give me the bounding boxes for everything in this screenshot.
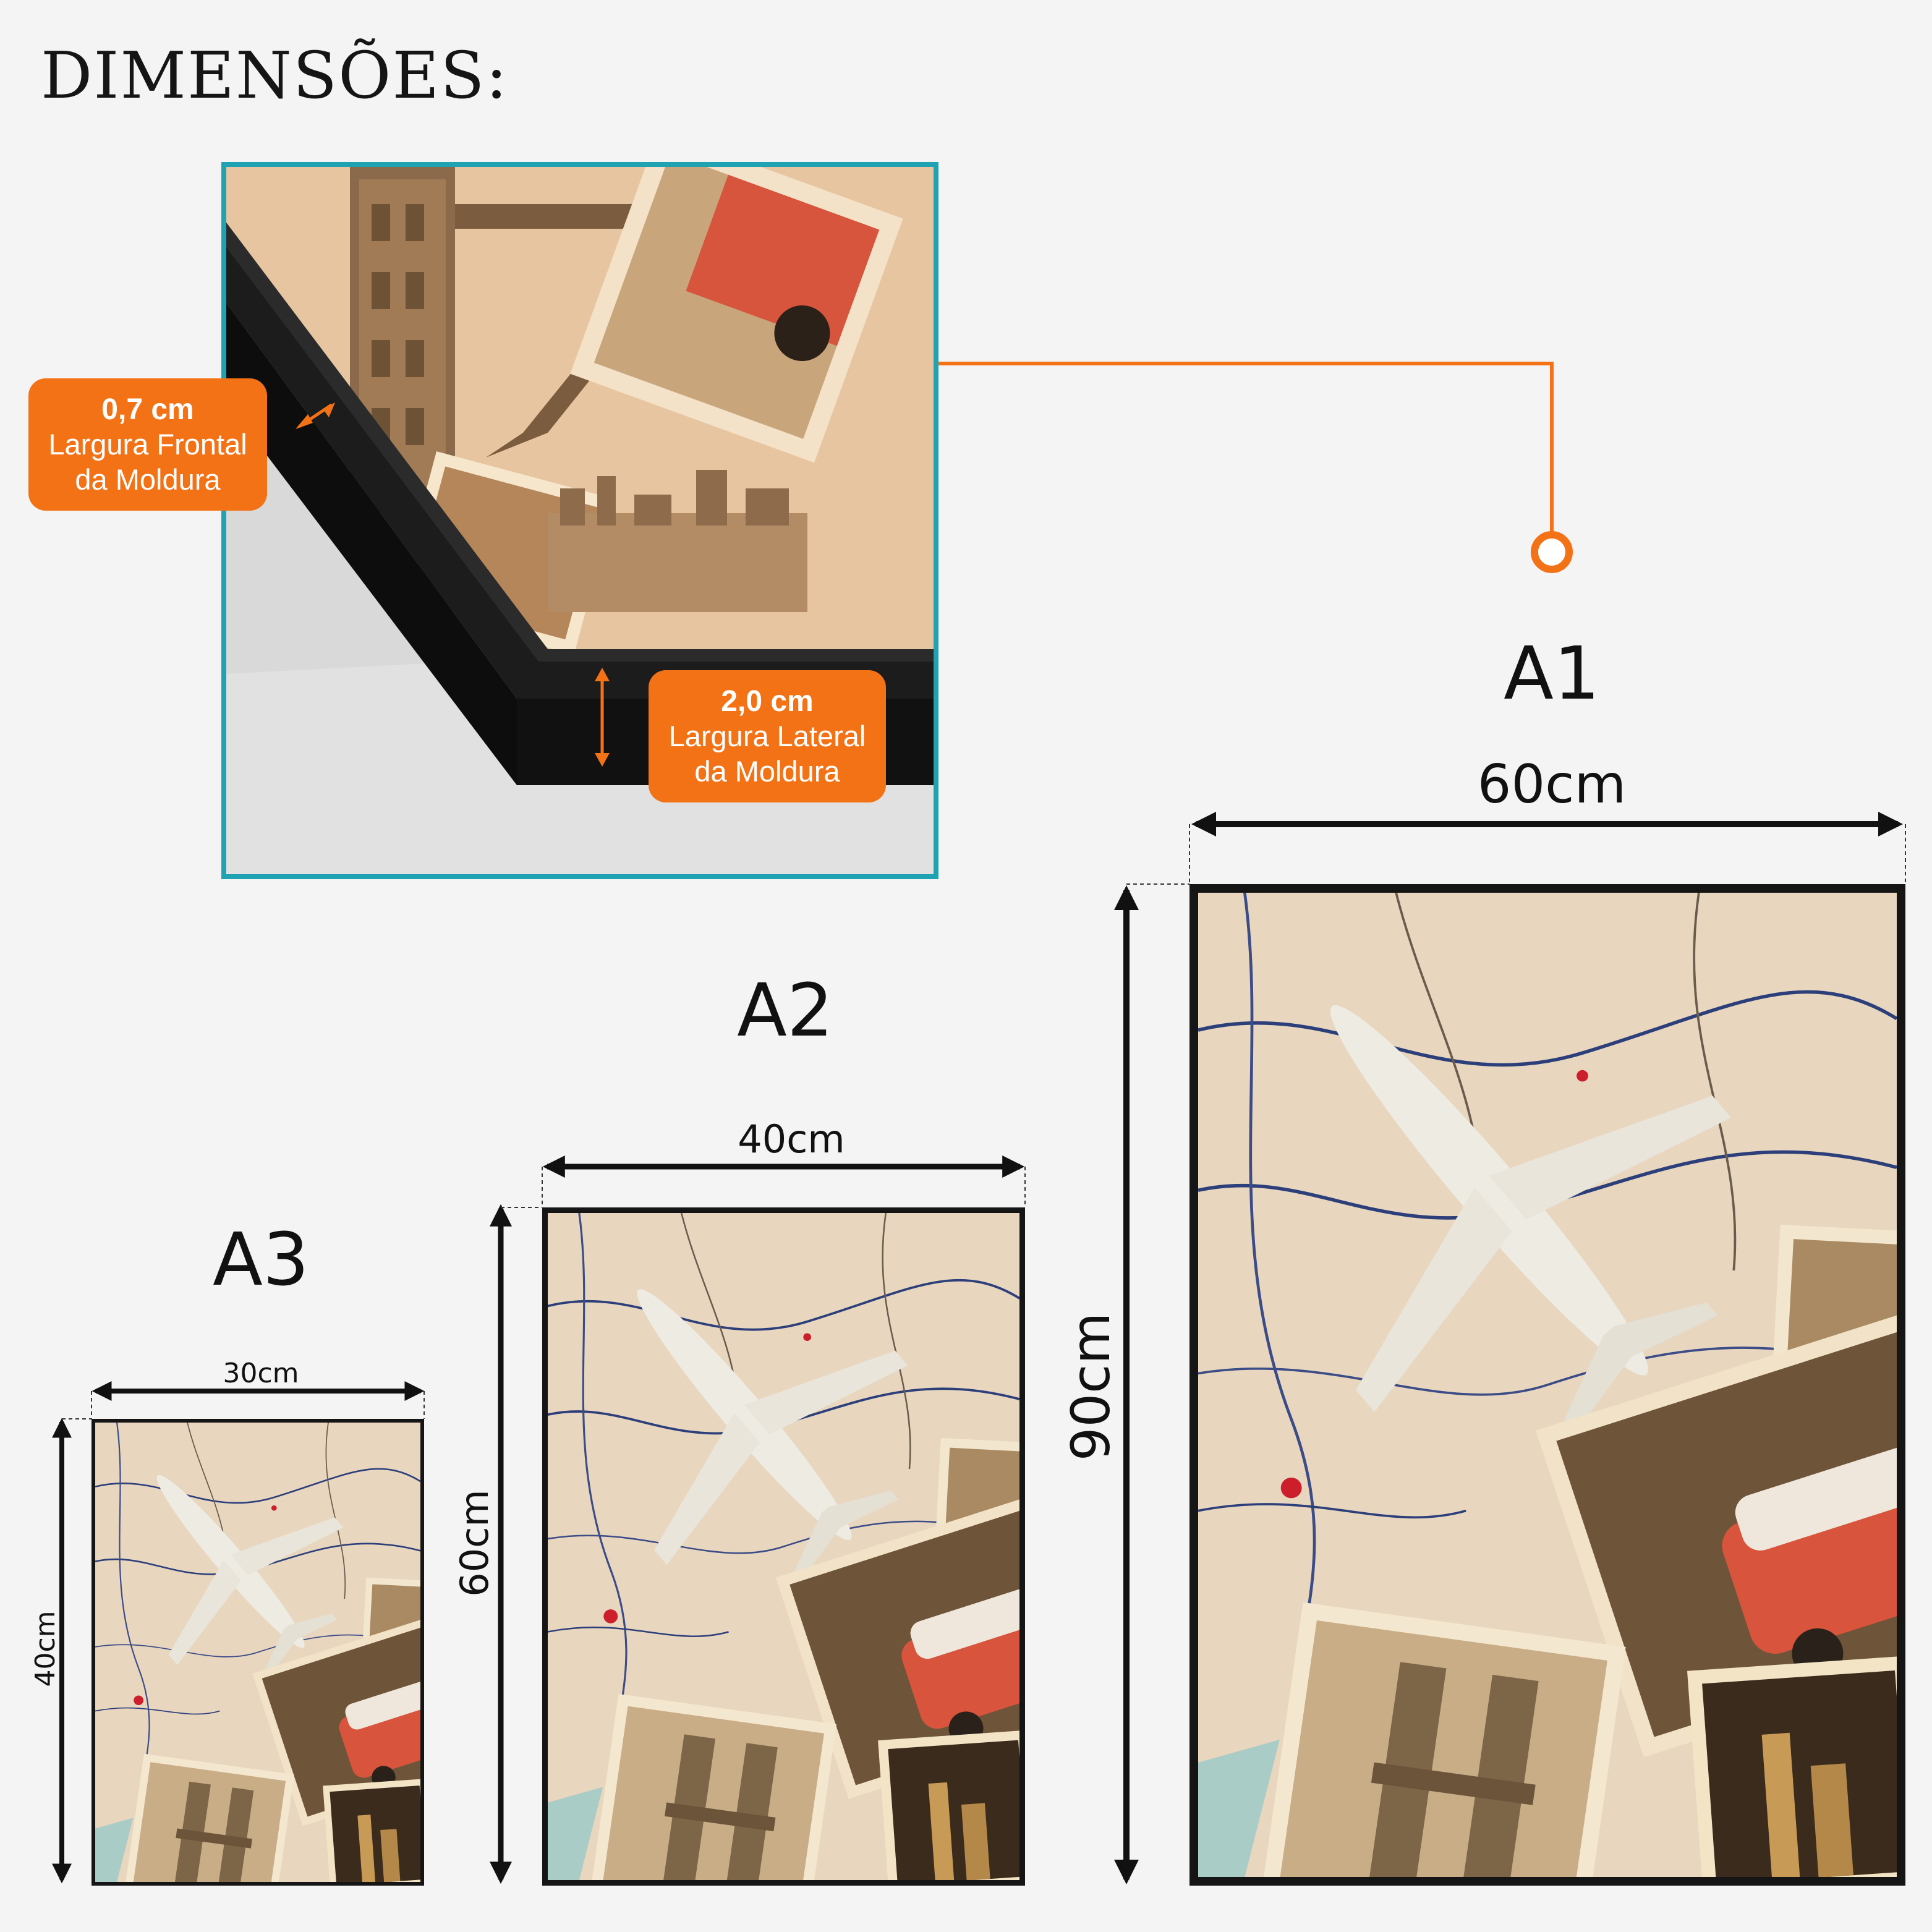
- size-a3-height: 40cm: [30, 1611, 61, 1687]
- size-a3-width: 30cm: [223, 1358, 299, 1389]
- side-width-label-line1: Largura Lateral: [668, 720, 866, 753]
- poster-a1-artwork: [1198, 893, 1897, 1877]
- size-a2-width: 40cm: [738, 1117, 845, 1162]
- size-a2-height: 60cm: [452, 1489, 497, 1597]
- side-width-badge: 2,0 cm Largura Lateral da Moldura: [649, 670, 886, 802]
- size-a1-height: 90cm: [1060, 1312, 1122, 1462]
- front-width-label-line2: da Moldura: [75, 462, 221, 496]
- page-title: DIMENSÕES:: [41, 38, 509, 113]
- poster-a1: [1189, 884, 1905, 1886]
- size-a3-name: A3: [213, 1217, 309, 1302]
- size-a1-name: A1: [1504, 631, 1600, 716]
- front-width-label-line1: Largura Frontal: [48, 428, 247, 461]
- size-a2-name: A2: [737, 968, 833, 1053]
- size-a1-width: 60cm: [1477, 754, 1627, 815]
- poster-a2: [542, 1207, 1025, 1886]
- poster-a3-artwork: [95, 1423, 420, 1882]
- side-width-label-line2: da Moldura: [694, 754, 840, 788]
- front-width-value: 0,7 cm: [101, 393, 194, 426]
- poster-a2-artwork: [548, 1213, 1019, 1880]
- side-width-value: 2,0 cm: [721, 684, 814, 718]
- front-width-badge: 0,7 cm Largura Frontal da Moldura: [28, 378, 267, 511]
- poster-a3: [91, 1419, 424, 1886]
